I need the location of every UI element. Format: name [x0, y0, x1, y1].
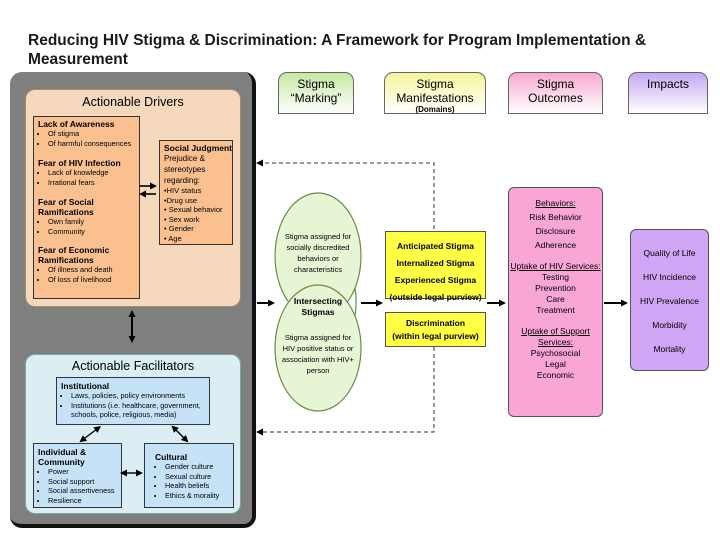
tab-stigma-marking: Stigma “Marking”	[278, 72, 354, 114]
impacts-box: Quality of Life HIV Incidence HIV Preval…	[630, 229, 709, 371]
manifestations-box: Anticipated Stigma Internalized Stigma E…	[385, 231, 486, 302]
page-title: Reducing HIV Stigma & Discrimination: A …	[28, 32, 647, 68]
social-judgment-box: Social Judgment Prejudice & stereotypes …	[159, 140, 233, 245]
arrow-inst-cultural	[171, 425, 189, 443]
driver-group-awareness: Lack of Awareness Of stigmaOf harmful co…	[38, 119, 139, 148]
institutional-box: Institutional Laws, policies, policy env…	[56, 377, 210, 425]
feedback-arrow-top	[256, 159, 435, 229]
tab-stigma-manifestations: Stigma Manifestations (Domains)	[384, 72, 486, 114]
marking-top-text: Stigma assigned for socially discredited…	[284, 232, 352, 274]
facilitators-heading: Actionable Facilitators	[71, 359, 195, 373]
cultural-box: Cultural Gender culture Sexual culture H…	[144, 443, 234, 508]
marking-oval-bottom	[274, 284, 362, 412]
marking-bottom-text: Stigma assigned for HIV positive status …	[282, 333, 354, 375]
intersecting-stigmas-label: Intersecting Stigmas	[293, 296, 343, 317]
driver-group-economic: Fear of Economic Ramifications Of illnes…	[38, 245, 139, 284]
arrow-inst-individual	[79, 426, 101, 443]
drivers-list-box: Lack of Awareness Of stigmaOf harmful co…	[33, 116, 140, 299]
driver-group-social: Fear of Social Ramifications Own familyC…	[38, 197, 139, 236]
outcomes-box: Behaviors: Risk Behavior Disclosure Adhe…	[508, 187, 603, 417]
drivers-heading: Actionable Drivers	[82, 95, 184, 109]
discrimination-box: Discrimination (within legal purview)	[385, 312, 486, 347]
tab-stigma-outcomes: Stigma Outcomes	[508, 72, 603, 114]
feedback-arrow-bottom	[256, 347, 435, 436]
tab-impacts: Impacts	[628, 72, 708, 114]
driver-group-fear-infection: Fear of HIV Infection Lack of knowledgeI…	[38, 158, 139, 187]
